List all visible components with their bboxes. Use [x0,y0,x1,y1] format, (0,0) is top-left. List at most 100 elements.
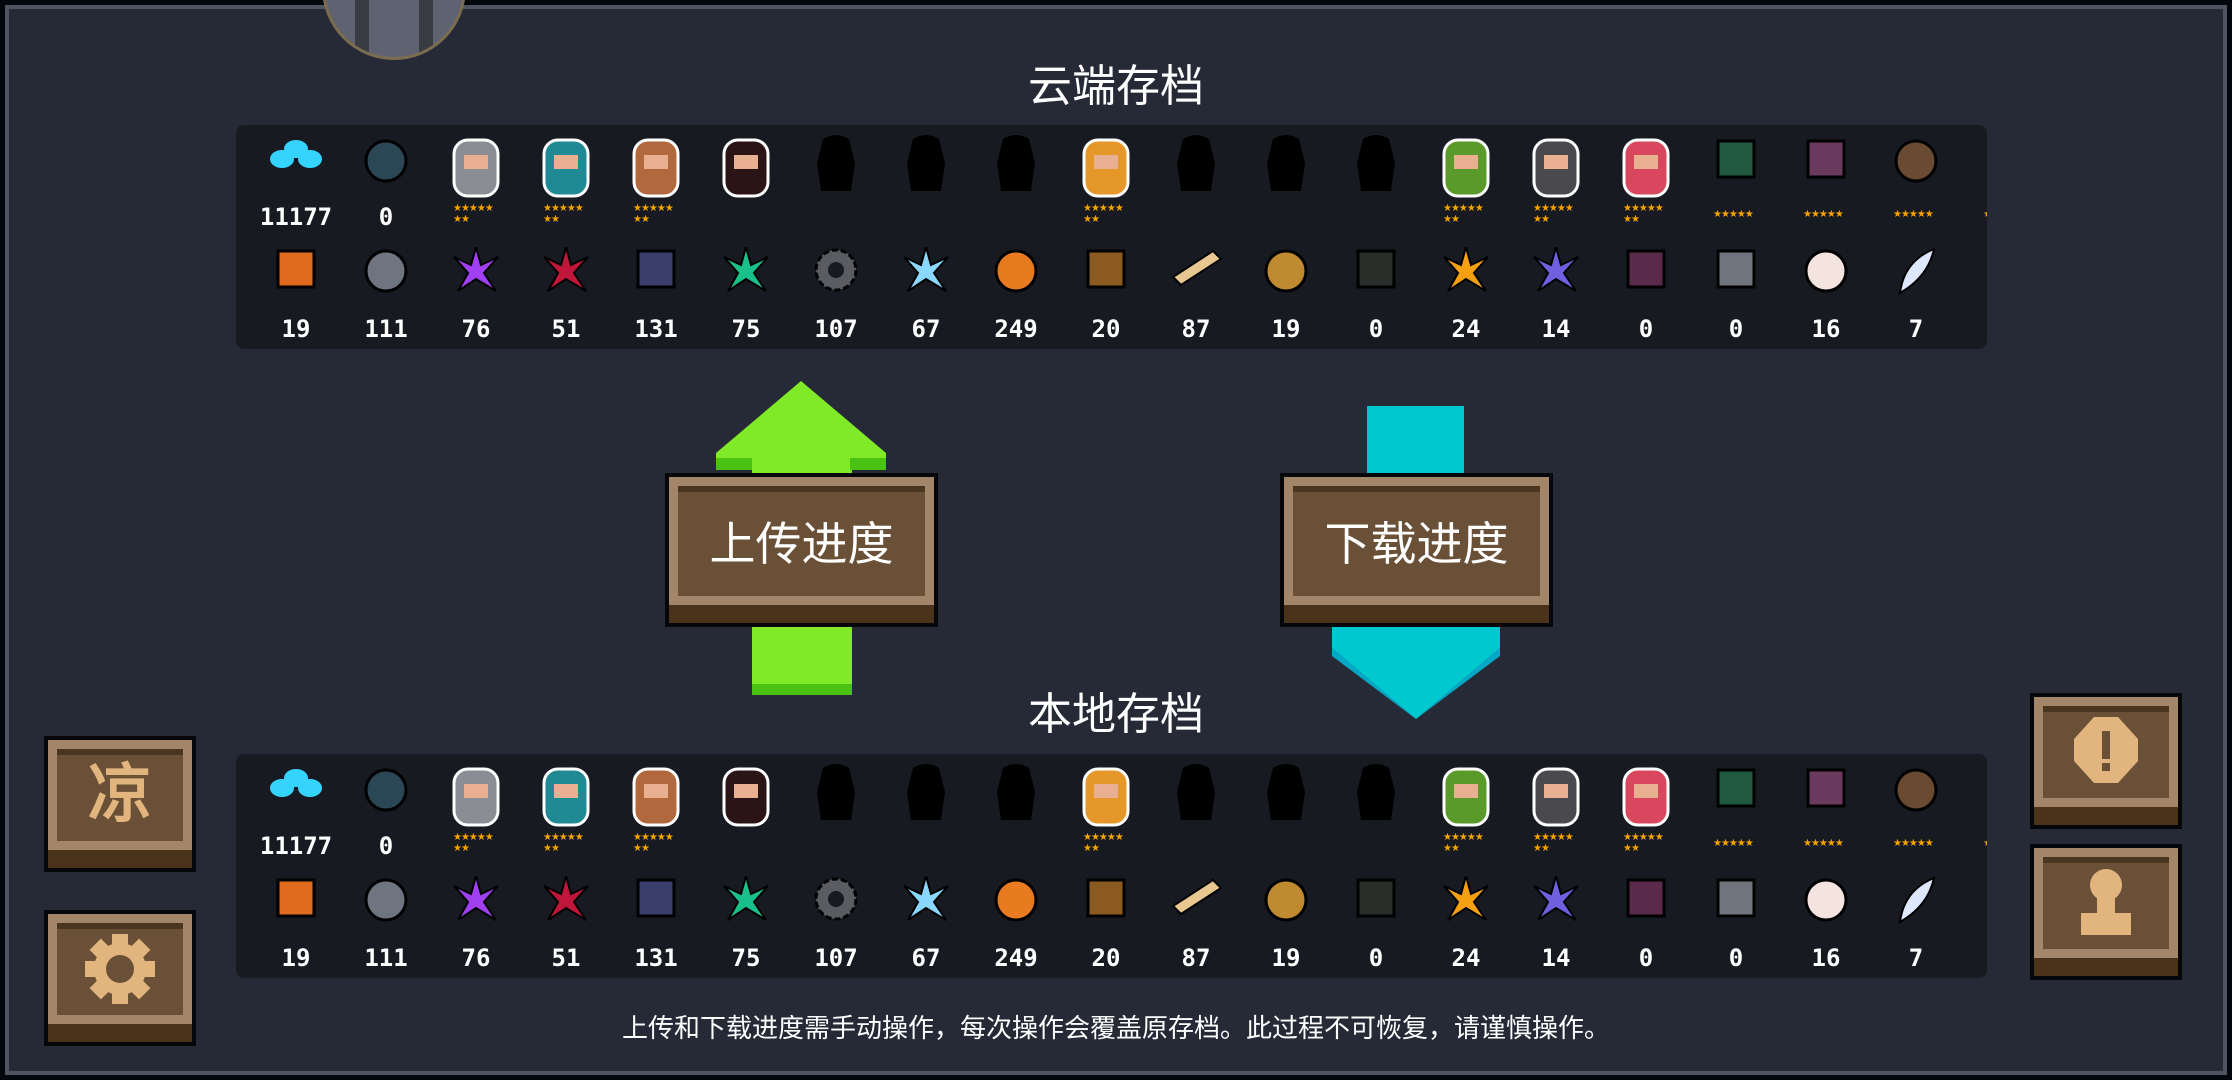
slot-count: 0 [378,832,394,860]
save-slot-totem: 0 [1601,866,1691,978]
slot-count: 131 [634,315,678,343]
save-slot-druid: ★★★★★ ★★ [1421,125,1511,349]
paladin-icon [1081,137,1131,199]
slot-count: 19 [1271,315,1301,343]
save-slot-berserker: ★★★★★ ★★ [1601,754,1691,978]
locked-character-icon [993,762,1039,824]
download-progress-button[interactable]: 下载进度 [1284,477,1549,623]
knight-icon [451,137,501,199]
save-slot-feather: 7 [1871,866,1961,978]
slot-count: 67 [911,315,941,343]
wood-plank-icon [1169,247,1223,287]
books-icon [1804,137,1848,181]
gems-icon [266,766,326,802]
save-slot-green-cabinet: ★★★★★ [1691,125,1781,349]
green-terminal-icon [1354,247,1398,291]
slot-count: 11177 [259,832,333,860]
slot-count: 0 [1728,315,1744,343]
ice-crystal-icon [902,247,950,295]
save-slot-fire-crystal: 24 [1421,237,1511,349]
green-crystal-icon [722,876,770,924]
save-slot-fire-crystal: 24 [1421,866,1511,978]
save-slot-wizard: ★★★★★ ★★ [611,754,701,978]
save-slot-locked-character [791,754,881,978]
books-icon [1804,766,1848,810]
save-slot-ice-crystal: 67 [881,237,971,349]
save-slot-druid: ★★★★★ ★★ [1421,754,1511,978]
locked-character-icon [1353,762,1399,824]
star-rating: ★★★★★ ★★ [543,832,584,854]
save-slot-locked-character [971,754,1061,978]
save-slot-locked-character [1151,754,1241,978]
save-slot-purple-crystal: 76 [431,237,521,349]
star-rating: ★★★★★ ★★ [1443,832,1484,854]
e-card-icon [274,247,318,291]
slot-count: 111 [364,315,408,343]
star-rating: ★★★★★ ★★ [1443,203,1484,225]
save-slot-partial-item: ★ [1961,125,1987,349]
cool-button[interactable]: 凉 [48,740,192,868]
green-crystal-icon [722,247,770,295]
slot-count: 19 [281,315,311,343]
save-slot-berserker: ★★★★★ ★★ [1601,125,1691,349]
save-slot-books: ★★★★★ [1781,125,1871,349]
locked-character-icon [813,133,859,195]
slot-count: 249 [994,944,1038,972]
star-rating: ★★★★★ ★★ [1623,203,1664,225]
avatar-stripe [419,0,433,57]
fire-crystal-icon [1442,247,1490,295]
upload-progress-button[interactable]: 上传进度 [669,477,934,623]
star-rating: ★★★★★ ★★ [543,203,584,225]
alert-button[interactable] [2034,697,2178,825]
assassin-icon [721,766,771,828]
locked-character-icon [1263,133,1309,195]
barrel-icon [1892,137,1940,185]
locked-character-icon [903,762,949,824]
amber-ore-icon [992,876,1040,924]
save-slot-wood-plank: 87 [1151,237,1241,349]
save-slot-red-crystal: 51 [521,866,611,978]
slot-count: 107 [814,315,858,343]
gems-icon [266,137,326,173]
star-rating: ★★★★★ ★★ [1623,832,1664,854]
druid-icon [1441,766,1491,828]
slot-count: 19 [1271,944,1301,972]
avatar-stripe [355,0,369,57]
save-slot-robot: ★★★★★ ★★ [1511,754,1601,978]
red-crystal-icon [542,247,590,295]
save-slot-partial-item: ★ [1961,754,1987,978]
star-rating: ★★★★★ [1803,838,1844,849]
robot-icon [1531,766,1581,828]
slot-count: 87 [1181,944,1211,972]
locked-character-icon [903,133,949,195]
slot-count: 249 [994,315,1038,343]
save-slot-battery: 131 [611,866,701,978]
save-slot-knight: ★★★★★ ★★ [431,754,521,978]
download-progress-label: 下载进度 [1324,517,1509,571]
battery-icon [634,876,678,920]
assassin-icon [721,137,771,199]
save-slot-locked-character [791,125,881,349]
locked-character-icon [1173,133,1219,195]
save-slot-paladin: ★★★★★ ★★ [1061,125,1151,349]
save-slot-rogue: ★★★★★ ★★ [521,125,611,349]
slot-count: 14 [1541,944,1571,972]
save-slot-green-terminal: 0 [1331,866,1421,978]
slot-count: 107 [814,944,858,972]
profile-button[interactable] [2034,848,2178,976]
save-slot-pouch: 16 [1781,866,1871,978]
slot-count: 14 [1541,315,1571,343]
save-slot-wizard: ★★★★★ ★★ [611,125,701,349]
save-slot-purple-crystal: 76 [431,866,521,978]
red-device-icon [1714,876,1758,920]
rogue-icon [541,766,591,828]
e-card-icon [274,876,318,920]
save-slot-feather: 7 [1871,237,1961,349]
settings-button[interactable] [48,914,192,1042]
save-slot-violet-crystal: 14 [1511,237,1601,349]
star-rating: ★★★★★ ★★ [633,832,674,854]
save-slot-gems: 11177 [251,125,341,349]
save-slot-robot: ★★★★★ ★★ [1511,125,1601,349]
slot-count: 20 [1091,315,1121,343]
